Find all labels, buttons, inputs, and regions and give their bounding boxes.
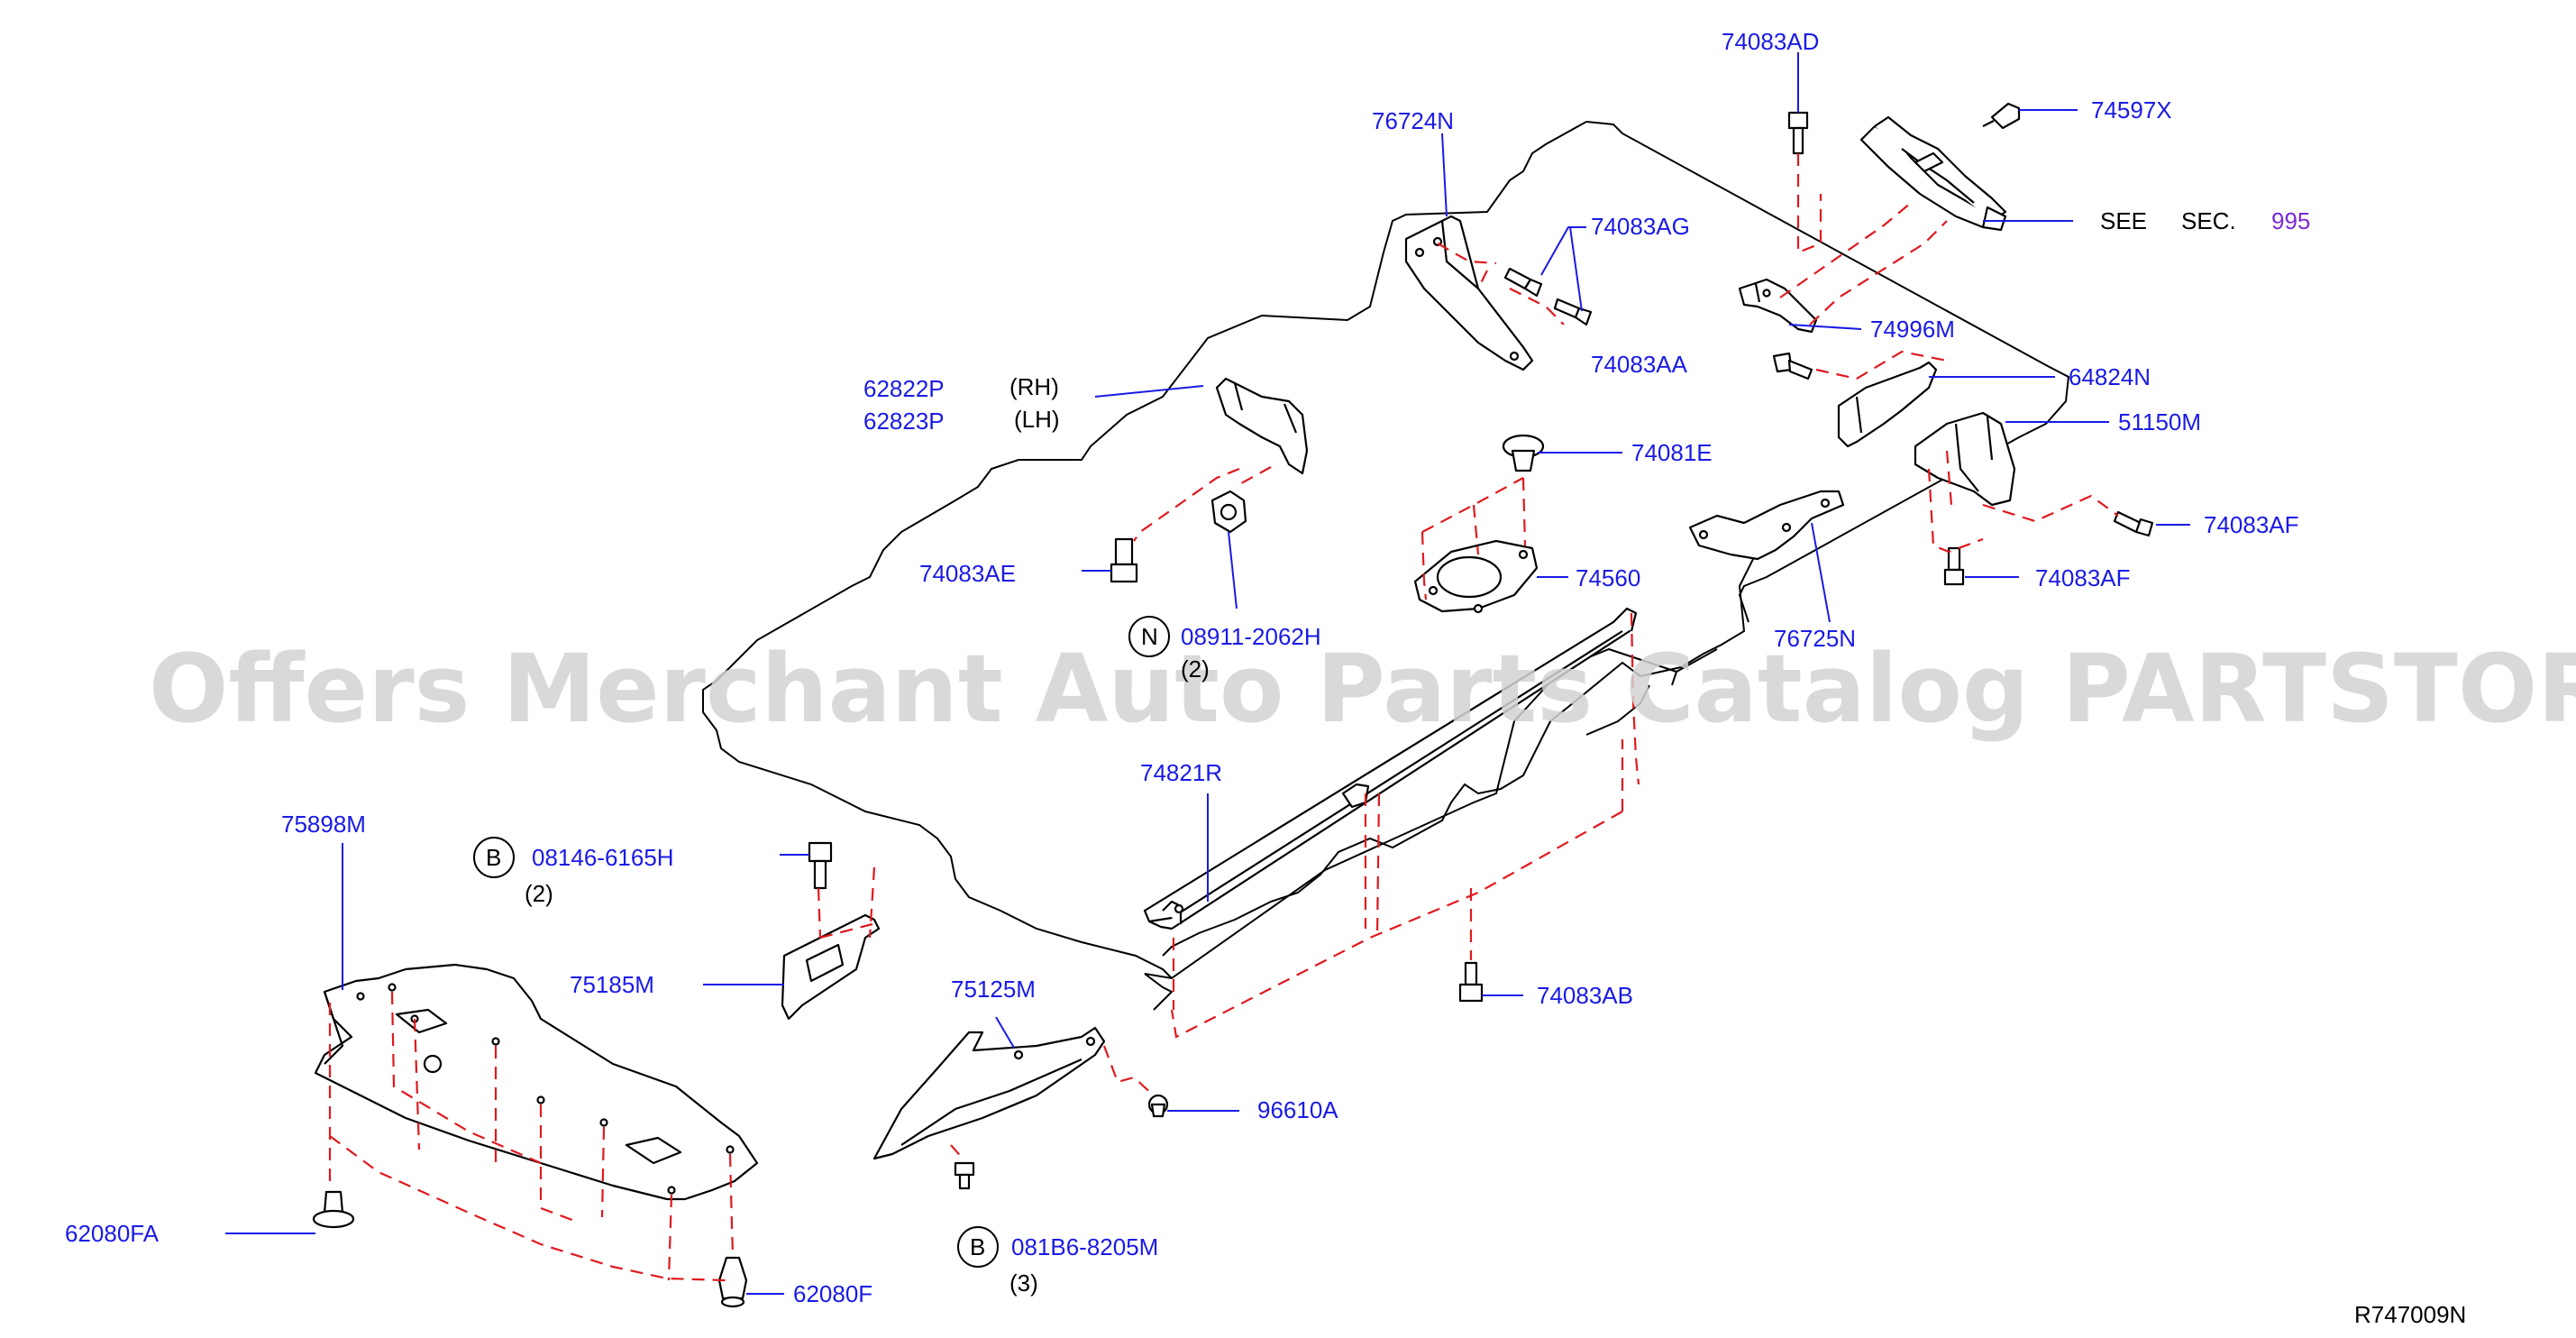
clip-62080F bbox=[717, 1256, 748, 1308]
rail-74821R bbox=[1143, 607, 1638, 930]
label-64824N[interactable]: 64824N bbox=[2069, 363, 2151, 390]
bracket-76725N bbox=[1688, 490, 1845, 561]
cover-75898M bbox=[314, 963, 759, 1201]
leader-lines bbox=[225, 52, 2190, 1295]
label-74083AF-1[interactable]: 74083AF bbox=[2204, 511, 2299, 538]
clip-74081E bbox=[1502, 434, 1545, 472]
label-74081E[interactable]: 74081E bbox=[1631, 439, 1713, 466]
bolts-74083AG bbox=[1503, 267, 1593, 326]
nut-08911 bbox=[1210, 490, 1247, 534]
label-75185M[interactable]: 75185M bbox=[570, 971, 654, 998]
bracket-75185M bbox=[781, 913, 881, 1021]
jack-74597X bbox=[1859, 115, 2007, 232]
diagram-id: R747009N bbox=[2354, 1301, 2466, 1328]
quantity-081B6: (3) bbox=[1009, 1269, 1038, 1297]
label-74821R[interactable]: 74821R bbox=[1140, 759, 1222, 786]
label-51150M[interactable]: 51150M bbox=[2118, 408, 2201, 435]
label-76724N[interactable]: 76724N bbox=[1372, 107, 1454, 134]
label-96610A[interactable]: 96610A bbox=[1257, 1096, 1338, 1123]
watermark-text: Offers Merchant Auto Parts Catalog PARTS… bbox=[149, 634, 2576, 744]
label-74083AF-2[interactable]: 74083AF bbox=[2035, 564, 2131, 591]
bracket-74996M bbox=[1738, 278, 1818, 334]
section-link-995[interactable]: 995 bbox=[2271, 207, 2310, 234]
label-08911-2062H[interactable]: 08911-2062H bbox=[1181, 623, 1321, 650]
bracket-51150M bbox=[1914, 411, 2016, 507]
see-text: SEE bbox=[2100, 207, 2147, 234]
cover-75125M bbox=[872, 1026, 1106, 1160]
label-74597X[interactable]: 74597X bbox=[2091, 96, 2172, 124]
clip-96610A bbox=[1147, 1094, 1169, 1118]
quantity-08911: (2) bbox=[1181, 655, 1210, 683]
assembly-dash-lines bbox=[328, 153, 2119, 1282]
label-75125M[interactable]: 75125M bbox=[951, 976, 1036, 1003]
bolts-74083AF bbox=[1943, 510, 2154, 586]
bolt-08146 bbox=[808, 841, 833, 890]
badge-b-08146: B bbox=[473, 837, 515, 878]
bolt-74083AA bbox=[1772, 352, 1813, 380]
label-74083AA[interactable]: 74083AA bbox=[1591, 351, 1688, 378]
quantity-08146: (2) bbox=[525, 880, 553, 907]
label-08146-6165H[interactable]: 08146-6165H bbox=[532, 844, 674, 871]
label-62823P[interactable]: 62823P bbox=[863, 408, 945, 435]
bolt-74083AB bbox=[1458, 961, 1484, 1003]
part-labels: 74083AD 74597X SEE SEC. 995 76724N 74083… bbox=[65, 28, 2466, 1328]
label-74083AB[interactable]: 74083AB bbox=[1537, 982, 1633, 1009]
plug-74560 bbox=[1413, 539, 1539, 614]
label-74560[interactable]: 74560 bbox=[1576, 564, 1640, 591]
bolt-081B6 bbox=[954, 1161, 975, 1190]
label-74083AD[interactable]: 74083AD bbox=[1722, 28, 1819, 55]
bracket-76724N bbox=[1404, 215, 1534, 371]
badge-n-08911: N bbox=[1128, 616, 1170, 657]
handle-74597X bbox=[1982, 102, 2021, 130]
sec-text: SEC. bbox=[2181, 207, 2236, 234]
badge-b-letter-2: B bbox=[970, 1233, 985, 1260]
label-74996M[interactable]: 74996M bbox=[1870, 316, 1955, 343]
badge-b-letter-1: B bbox=[486, 844, 501, 871]
lh-text: (LH) bbox=[1014, 406, 1060, 433]
rh-text: (RH) bbox=[1009, 373, 1059, 400]
badge-n-letter: N bbox=[1141, 623, 1158, 650]
bracket-62822P bbox=[1215, 377, 1309, 475]
label-62080FA[interactable]: 62080FA bbox=[65, 1220, 160, 1247]
bracket-64824N bbox=[1837, 361, 1938, 448]
badge-b-081B6: B bbox=[957, 1226, 999, 1268]
label-74083AE[interactable]: 74083AE bbox=[919, 560, 1016, 587]
label-62080F[interactable]: 62080F bbox=[793, 1280, 872, 1307]
label-081B6-8205M[interactable]: 081B6-8205M bbox=[1011, 1233, 1158, 1260]
label-76725N[interactable]: 76725N bbox=[1774, 625, 1856, 652]
label-75898M[interactable]: 75898M bbox=[281, 811, 366, 838]
label-74083AG[interactable]: 74083AG bbox=[1591, 213, 1690, 240]
clip-62080FA bbox=[312, 1190, 355, 1229]
floor-panel bbox=[702, 121, 2070, 1011]
bolt-74083AE bbox=[1110, 537, 1138, 583]
bolt-74083AD bbox=[1787, 111, 1809, 155]
label-62822P[interactable]: 62822P bbox=[863, 375, 945, 402]
